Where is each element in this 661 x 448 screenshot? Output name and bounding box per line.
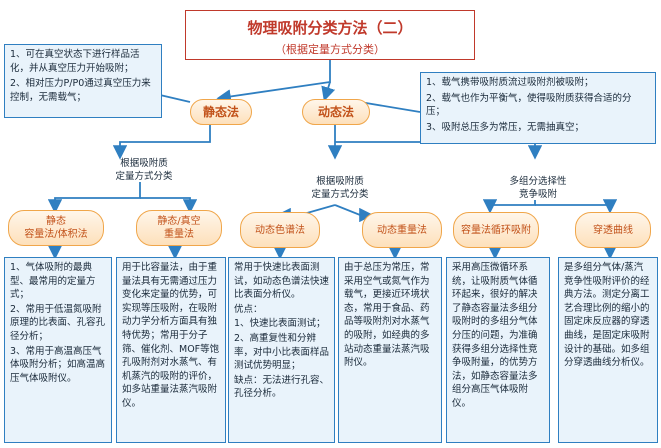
desc-line: 采用高压微循环系统，让吸附质气体循环起来，很好的解决了静态容量法多组分吸附时的多… xyxy=(452,262,538,409)
static-method-pill: 静态法 xyxy=(190,99,252,125)
multi-split-line: 竞争吸附 xyxy=(518,189,557,200)
multi-split-label: 多组分选择性 竞争吸附 xyxy=(490,175,586,201)
dynamic-note: 1、载气携带吸附质流过吸附剂被吸附； 2、载气也作为平衡气，使得吸附质获得合适的… xyxy=(420,72,656,144)
desc-line: 缺点：无法进行孔容、孔径分析。 xyxy=(234,374,330,400)
method-static-gravimetric: 静态/真空 重量法 xyxy=(136,210,222,246)
dynamic-split-line: 根据吸附质 xyxy=(316,176,364,187)
desc-breakthrough-curve: 是多组分气体/蒸汽竞争性吸附评价的经典方法。测定分离工艺合理比例的缩小的固定床反… xyxy=(558,257,658,443)
dynamic-split-label: 根据吸附质 定量方式分类 xyxy=(290,175,390,201)
static-note: 1、可在真空状态下进行样品活化，并从真空压力开始吸附； 2、相对压力P/P0通过… xyxy=(4,44,162,118)
static-split-label: 根据吸附质 定量方式分类 xyxy=(84,157,204,183)
desc-cyclic-volumetric: 采用高压微循环系统，让吸附质气体循环起来，很好的解决了静态容量法多组分吸附时的多… xyxy=(446,257,550,443)
desc-static-volumetric: 1、气体吸附的最典型、最常用的定量方式； 2、常用于低温氮吸附原理的比表面、孔容… xyxy=(4,257,112,443)
method-name-line: 容量法循环吸附 xyxy=(461,224,531,236)
desc-line: 2、常用于低温氮吸附原理的比表面、孔容孔径分析； xyxy=(10,303,106,342)
static-label: 静态法 xyxy=(202,105,239,119)
static-note-line: 1、可在真空状态下进行样品活化，并从真空压力开始吸附； xyxy=(10,49,140,74)
desc-line: 由于总压为常压，常采用空气或氮气作为载气，更接近环境状态，常用于食品、药品等吸附… xyxy=(344,262,430,369)
method-name-line: 动态色谱法 xyxy=(255,224,305,236)
title-sub: （根据定量方式分类） xyxy=(275,43,385,56)
dynamic-method-pill: 动态法 xyxy=(302,99,370,125)
desc-dynamic-chromatography: 常用于快速比表面测试，如动态色谱法快速比表面分析仪。 优点： 1、快速比表面测试… xyxy=(228,257,335,443)
desc-static-gravimetric: 用于比容量法，由于重量法具有无需通过压力变化来定量的优势，可实现等压吸附，在吸附… xyxy=(116,257,226,443)
method-name-line: 容量法/体积法 xyxy=(24,229,88,240)
method-name-line: 静态 xyxy=(46,216,66,227)
method-name-line: 重量法 xyxy=(164,229,194,240)
desc-line: 2、高重复性和分辨率，对中小比表面样品测试优势明显； xyxy=(234,332,330,372)
desc-line: 1、快速比表面测试； xyxy=(234,318,326,330)
dynamic-label: 动态法 xyxy=(317,105,354,119)
method-cyclic-volumetric: 容量法循环吸附 xyxy=(453,212,539,248)
dynamic-note-line: 1、载气携带吸附质流过吸附剂被吸附； xyxy=(426,77,594,88)
method-name-line: 动态重量法 xyxy=(377,224,427,236)
static-split-line: 定量方式分类 xyxy=(115,171,173,182)
dynamic-note-line: 3、吸附总压多为常压，无需抽真空； xyxy=(426,121,585,133)
dynamic-note-line: 2、载气也作为平衡气，使得吸附质获得合适的分压； xyxy=(426,92,632,118)
desc-line: 1、气体吸附的最典型、最常用的定量方式； xyxy=(10,262,96,301)
title-main: 物理吸附分类方法（二） xyxy=(247,19,413,37)
dynamic-split-line: 定量方式分类 xyxy=(311,189,369,200)
method-dynamic-chromatography: 动态色谱法 xyxy=(240,212,320,248)
method-name-line: 静态/真空 xyxy=(157,216,201,227)
method-breakthrough-curve: 穿透曲线 xyxy=(575,212,651,248)
desc-line: 3、常用于高温高压气体吸附分析；如高温高压气体吸附仪。 xyxy=(10,345,106,384)
method-name-line: 穿透曲线 xyxy=(593,224,633,236)
desc-line: 常用于快速比表面测试，如动态色谱法快速比表面分析仪。 xyxy=(234,262,330,301)
desc-dynamic-gravimetric: 由于总压为常压，常采用空气或氮气作为载气，更接近环境状态，常用于食品、药品等吸附… xyxy=(338,257,442,443)
desc-line: 优点： xyxy=(234,303,263,315)
title-box: 物理吸附分类方法（二） （根据定量方式分类） xyxy=(185,10,475,60)
desc-line: 用于比容量法，由于重量法具有无需通过压力变化来定量的优势，可实现等压吸附，在吸附… xyxy=(122,262,220,409)
method-static-volumetric: 静态 容量法/体积法 xyxy=(8,210,104,246)
desc-line: 是多组分气体/蒸汽竞争性吸附评价的经典方法。测定分离工艺合理比例的缩小的固定床反… xyxy=(564,262,650,369)
static-note-line: 2、相对压力P/P0通过真空压力来控制，无需载气； xyxy=(10,78,151,103)
multi-split-line: 多组分选择性 xyxy=(509,176,567,187)
static-split-line: 根据吸附质 xyxy=(120,158,168,169)
method-dynamic-gravimetric: 动态重量法 xyxy=(362,212,442,248)
